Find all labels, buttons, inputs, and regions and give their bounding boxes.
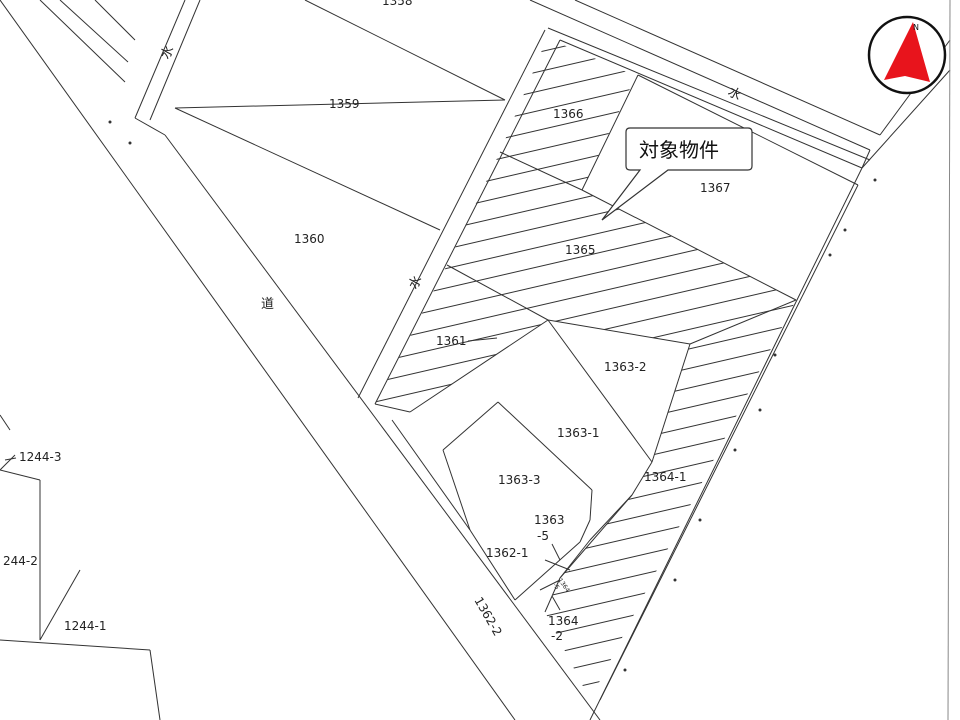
- parcel-1362-1-label: 1362-1: [486, 546, 529, 560]
- parcel-1359-label: 1359: [329, 97, 360, 111]
- parcel-1361-hatch: [375, 265, 548, 412]
- parcel-1363-2-label: 1363-2: [604, 360, 647, 374]
- parcel-1365-label: 1365: [565, 243, 596, 257]
- parcel-1361-label: 1361: [436, 334, 467, 348]
- parcel-1364-5-label-line2: -5: [551, 582, 560, 591]
- parcel-1364-2-label-line1: 1364: [548, 614, 579, 628]
- parcel-1244-1-label: 1244-1: [64, 619, 107, 633]
- parcel-1363-5-label-line1: 1363: [534, 513, 565, 527]
- parcel-1364-1-label: 1364-1: [644, 470, 687, 484]
- parcel-1365-hatch: [447, 152, 796, 344]
- parcel-1363-5-label-line2: -5: [537, 529, 549, 543]
- target-property-callout: 対象物件: [601, 127, 753, 221]
- waterway-label-right: 水: [725, 84, 744, 103]
- parcel-1244-2-label: 244-2: [3, 554, 38, 568]
- road-label: 道: [261, 297, 274, 312]
- parcel-1244-3-label: 1244-3: [19, 450, 62, 464]
- target-parcels-hatched: [375, 38, 796, 700]
- parcel-1366-hatch: [500, 38, 636, 190]
- parcel-1364-1-hatch: [545, 300, 796, 700]
- parcel-1363-1-label: 1363-1: [557, 426, 600, 440]
- waterway-label-top: 水: [158, 43, 177, 62]
- target-property-label: 対象物件: [639, 138, 719, 162]
- parcel-1358-label: 1358: [382, 0, 413, 8]
- waterway-label-mid: 水: [406, 273, 425, 292]
- parcel-1360-label: 1360: [294, 232, 325, 246]
- parcel-1364-2-label-line2: -2: [551, 629, 563, 643]
- parcel-1362-2-label: 1362-2: [471, 595, 504, 639]
- parcel-1366-label: 1366: [553, 107, 584, 121]
- parcel-labels: 1358 1359 1360 1361 1362-1 1362-2 1363-1…: [3, 0, 731, 643]
- sheet-border: [947, 0, 951, 720]
- compass-north-letter: N: [913, 23, 919, 32]
- road-labels: 水 水 水 道: [158, 43, 743, 312]
- north-compass-icon: N: [867, 15, 947, 95]
- road-edge-markers: [108, 120, 877, 672]
- parcel-1367-label: 1367: [700, 181, 731, 195]
- parcel-1363-3-label: 1363-3: [498, 473, 541, 487]
